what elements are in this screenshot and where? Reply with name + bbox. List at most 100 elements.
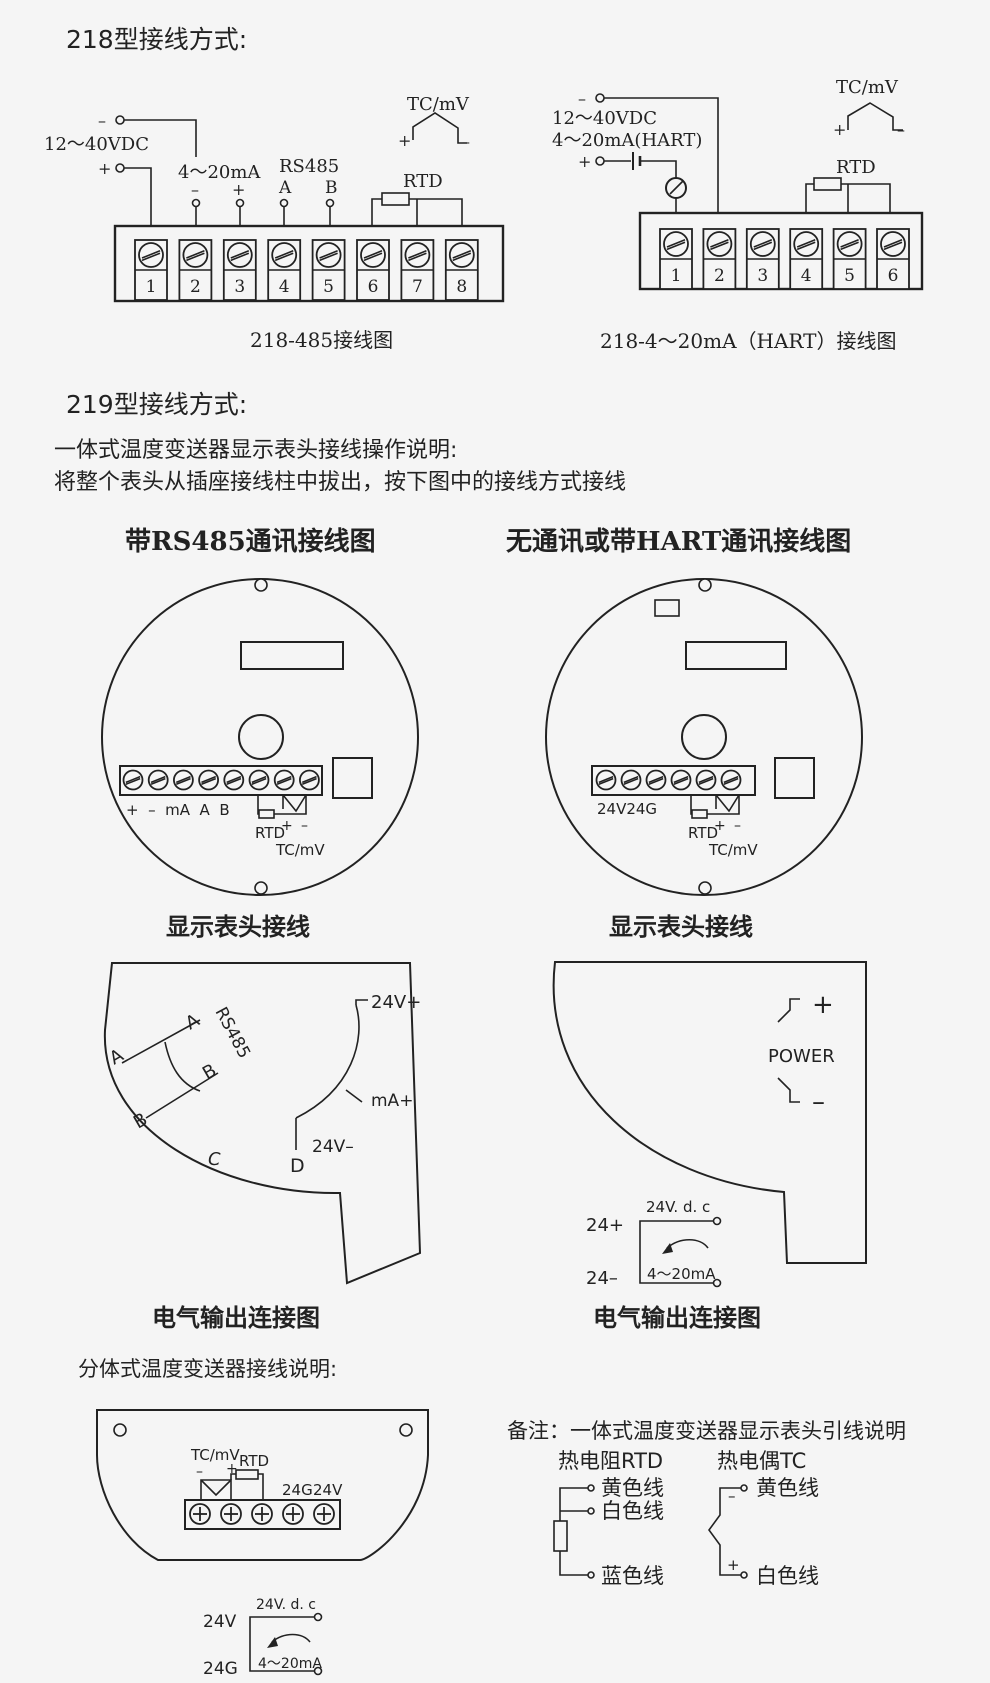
screw-icon [749,231,776,257]
head-right-minus: – [734,818,741,834]
screw-icon [620,769,642,791]
screw-icon [226,242,253,268]
split-left-24v: 24V [203,1612,237,1632]
screw-icon [670,769,692,791]
split-tc: TC/mV [190,1446,240,1464]
head-right-screws [595,769,742,791]
note-white: 白色线 [601,1499,664,1523]
output-right-power: POWER [768,1046,835,1067]
note-tc-white: 白色线 [756,1564,819,1588]
head-right-terminal-labels: 24V24G [597,800,657,818]
tc-minus-label: – [462,132,470,151]
screw-icon [706,231,733,257]
terminal-number: 1 [146,277,157,297]
screw-icon [251,1503,273,1525]
output-left-a2: A [182,1010,204,1035]
screw-icon [282,1503,304,1525]
display-window [685,641,787,670]
screw-icon [448,242,475,268]
head-left-tc: TC/mV [275,841,325,859]
split-plus: + [226,1461,238,1477]
note-title: 备注：一体式温度变送器显示表头引线说明 [507,1419,906,1443]
screw-icon [720,769,742,791]
display-window [240,641,344,670]
note-tc-yellow: 黄色线 [756,1476,819,1500]
terminal-number: 1 [671,266,682,286]
split-minus: – [196,1464,203,1480]
hart-tc-minus-label: – [897,120,905,139]
split-screws [189,1503,335,1525]
split-module: TC/mV RTD – + 24G 24V 24V. d. c 4～20mA 2… [96,1409,429,1679]
screw-icon [313,1503,335,1525]
power-voltage-label: 12～40VDC [44,134,149,155]
terminal-number: 8 [456,277,467,297]
screw-icon [198,769,220,791]
screw-icon [663,231,689,257]
hart-ma-label: 4～20mA(HART) [552,130,702,151]
terminal-number: 2 [714,266,725,286]
screw-icon [220,1503,242,1525]
output-left-d: D [290,1155,305,1177]
split-vdc: 24V. d. c [256,1597,316,1613]
output-connection-right: + POWER – 24V. d. c 24+ 24– 4～20mA 电气输出连… [552,961,867,1332]
head-left-screws [122,769,320,791]
terminal-number: 2 [190,277,201,297]
tc-plus-label: + [398,131,411,150]
screw-icon [138,242,164,268]
screw-icon [793,231,820,257]
output-left-ma: mA+ [371,1091,413,1111]
output-left-24vplus: 24V+ [371,992,421,1013]
screw-icon [836,231,863,257]
split-24g: 24G [282,1481,313,1499]
instruction-line-2: 将整个表头从插座接线柱中拔出，按下图中的接线方式接线 [54,470,626,495]
tc-mv-label: TC/mV [407,94,470,115]
rtd-resistor-icon [553,1520,568,1552]
power-minus-label: – [98,111,106,130]
output-right-vdc: 24V. d. c [646,1198,710,1216]
terminal-number: 3 [234,277,245,297]
output-right-ma: 4～20mA [647,1265,716,1283]
screw-icon [189,1503,211,1525]
head-left-title: 带RS485通讯接线图 [125,527,376,557]
split-24v: 24V [313,1481,343,1499]
rtd-resistor-icon [381,192,410,206]
screw-icon [147,769,169,791]
hart-rtd-resistor-icon [813,177,842,191]
note-tc-plus: + [727,1556,740,1574]
ma-minus-label: – [191,180,199,199]
screw-icon [223,769,245,791]
screw-icon [122,769,144,791]
head-left-plus: + [281,818,293,834]
ma-label: 4～20mA [178,162,261,183]
output-left-24vminus: 24V– [312,1137,354,1157]
output-right-24minus: 24– [586,1268,618,1289]
rs485-a-label: A [278,178,292,198]
screw-icon [273,769,295,791]
rs485-b-label: B [325,178,338,198]
rtd-label: RTD [403,171,443,192]
head-left-caption: 显示表头接线 [166,913,310,941]
diagram-218-hart: – 12～40VDC 4～20mA(HART) + TC/mV + – RTD … [552,77,924,353]
terminal-number: 6 [888,266,899,286]
terminal-number: 4 [801,266,812,286]
head-right-tc: TC/mV [708,841,758,859]
terminal-number: 7 [412,277,423,297]
head-left-terminal-labels: + – mA A B [126,801,230,819]
output-left-b2: B [199,1060,220,1084]
output-connection-left: A A B B RS485 C 24V+ mA+ 24V– D 电气输出连接图 [103,962,421,1332]
hart-power-minus-label: – [578,89,586,108]
output-left-c: C [208,1149,221,1170]
head-right-plus: + [714,818,726,834]
screw-icon [595,769,617,791]
screw-icon [880,231,906,257]
split-ma: 4～20mA [258,1656,322,1672]
terminal-number: 3 [757,266,768,286]
note-rtd-title: 热电阻RTD [558,1449,663,1473]
head-left-minus: – [301,818,308,834]
adjust-knob [238,714,284,760]
hart-tc-mv-label: TC/mV [836,77,899,98]
split-rtd: RTD [239,1452,269,1470]
note-blue: 蓝色线 [601,1564,664,1588]
